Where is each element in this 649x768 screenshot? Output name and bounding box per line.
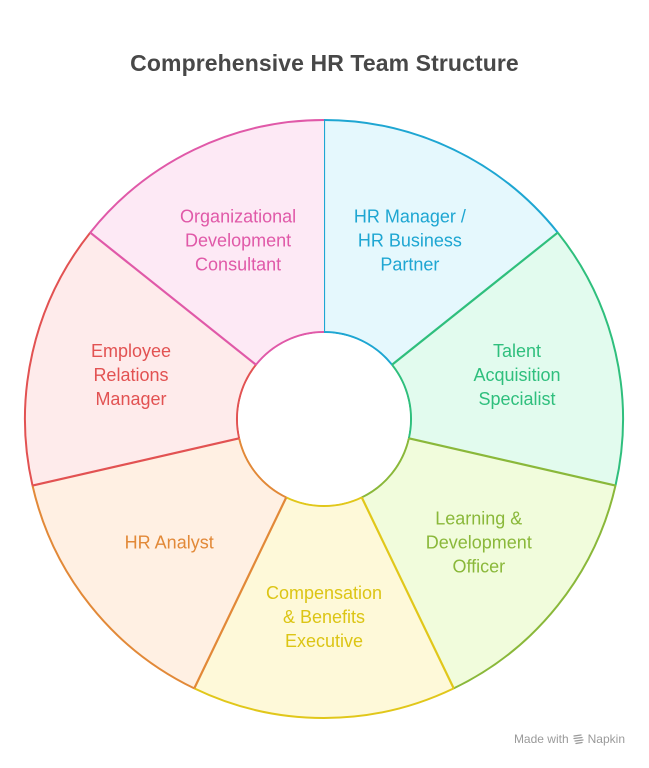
segment-inner-arc bbox=[323, 331, 393, 366]
segment-divider bbox=[408, 437, 616, 487]
segment-outer-arc bbox=[193, 687, 455, 719]
segment-label-hr-analyst: HR Analyst bbox=[125, 532, 214, 552]
napkin-brand-label: Napkin bbox=[587, 732, 625, 746]
segment-talent-acquisition bbox=[391, 231, 624, 486]
segment-inner-arc bbox=[285, 496, 363, 507]
segment-divider bbox=[89, 231, 257, 366]
segment-fill bbox=[90, 120, 324, 365]
segment-compensation-benefits bbox=[193, 496, 455, 719]
segment-divider bbox=[360, 496, 455, 689]
segment-outer-arc bbox=[556, 231, 624, 486]
segment-outer-arc bbox=[24, 231, 92, 486]
segment-org-development bbox=[89, 119, 325, 366]
segment-divider bbox=[391, 231, 559, 366]
segment-fill bbox=[392, 232, 623, 486]
segment-divider bbox=[193, 496, 288, 689]
center-hub bbox=[238, 333, 410, 505]
segment-inner-arc bbox=[236, 364, 257, 439]
made-with-label: Made with bbox=[513, 732, 569, 746]
segment-outer-arc bbox=[31, 485, 195, 690]
segment-learning-development bbox=[361, 437, 617, 690]
segment-fill bbox=[324, 120, 558, 365]
segment-fill bbox=[194, 497, 454, 718]
napkin-logo-icon bbox=[572, 733, 584, 744]
segment-fill bbox=[361, 438, 616, 689]
segment-inner-arc bbox=[391, 364, 412, 439]
segment-hr-analyst bbox=[31, 438, 288, 690]
segment-inner-arc bbox=[238, 438, 287, 499]
segment-outer-arc bbox=[89, 119, 325, 234]
segment-employee-relations bbox=[24, 231, 257, 487]
segment-inner-arc bbox=[361, 438, 410, 499]
segment-divider bbox=[32, 437, 240, 487]
segment-outer-arc bbox=[453, 485, 617, 690]
segment-inner-arc bbox=[255, 331, 325, 366]
segment-outer-arc bbox=[323, 119, 559, 234]
made-with-napkin-badge: Made with Napkin bbox=[514, 732, 625, 746]
diagram-title: Comprehensive HR Team Structure bbox=[130, 50, 519, 76]
segment-fill bbox=[25, 232, 256, 486]
segment-fill bbox=[32, 438, 287, 689]
